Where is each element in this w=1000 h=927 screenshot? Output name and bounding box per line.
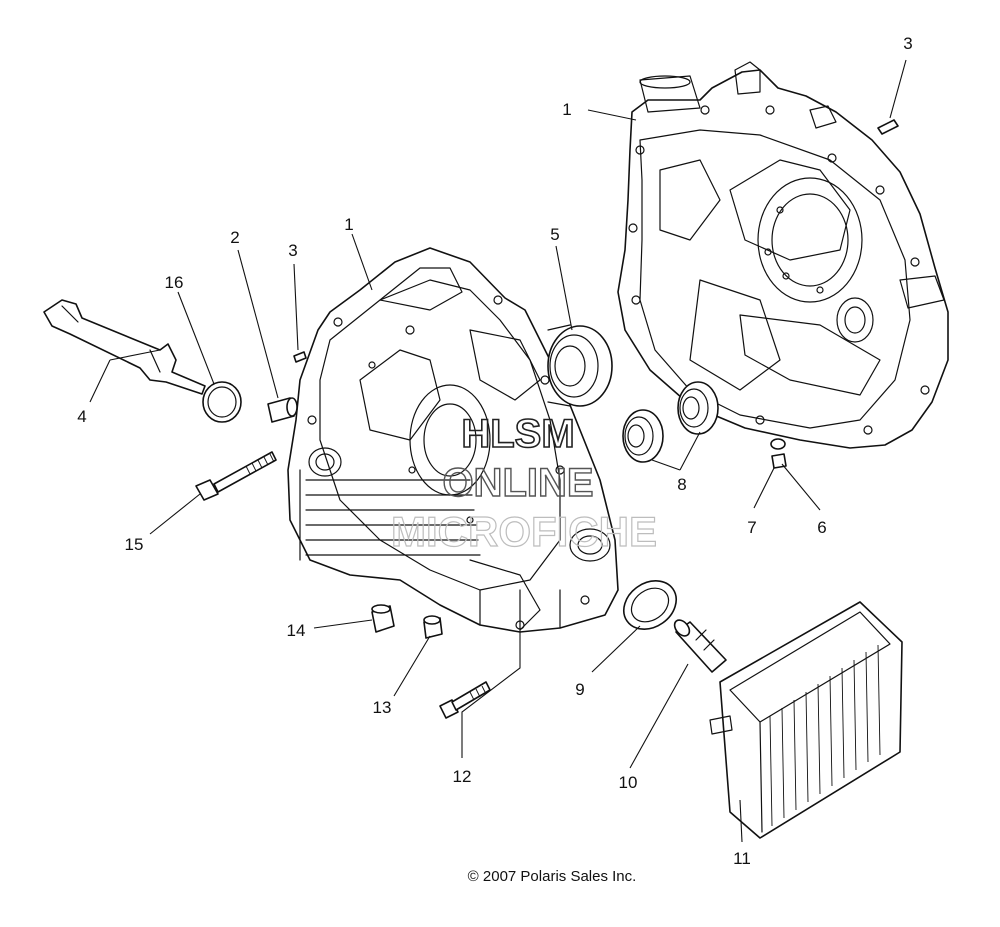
washer xyxy=(770,438,786,450)
callout-7: 7 xyxy=(747,518,756,537)
callout-13: 13 xyxy=(373,698,392,717)
leader-lines xyxy=(89,59,907,843)
watermark: HLSM ONLINE MICROFICHE xyxy=(390,411,657,555)
short-bolt xyxy=(439,681,491,719)
bearing-b xyxy=(677,381,719,435)
watermark-line-2: ONLINE xyxy=(442,461,593,505)
callout-11: 11 xyxy=(733,849,751,868)
dowel-pin-center xyxy=(293,351,307,363)
callout-16: 16 xyxy=(165,273,184,292)
callout-1-upper: 1 xyxy=(562,100,571,119)
long-bolt xyxy=(195,451,277,501)
bearing-a xyxy=(622,409,664,463)
callout-3-center: 3 xyxy=(288,241,297,260)
callout-12: 12 xyxy=(453,767,472,786)
callout-14: 14 xyxy=(287,621,306,640)
copyright-notice: © 2007 Polaris Sales Inc. xyxy=(468,868,637,885)
finned-cover xyxy=(709,601,903,839)
callout-2: 2 xyxy=(230,228,239,247)
callout-labels: 1 1 2 3 3 4 5 6 7 8 9 10 11 12 13 14 15 … xyxy=(77,34,912,868)
callout-1-center: 1 xyxy=(344,215,353,234)
callout-15: 15 xyxy=(125,535,144,554)
callout-4: 4 xyxy=(77,407,86,426)
gasket xyxy=(623,580,677,630)
callout-8: 8 xyxy=(677,475,686,494)
callout-5: 5 xyxy=(550,225,559,244)
callout-9: 9 xyxy=(575,680,584,699)
dowel-pin-upper xyxy=(877,119,899,135)
dipstick xyxy=(43,299,206,395)
callout-3-upper: 3 xyxy=(903,34,912,53)
o-ring xyxy=(202,381,242,423)
callout-10: 10 xyxy=(619,773,638,792)
large-bearing xyxy=(547,324,613,407)
plug-small xyxy=(423,615,443,639)
hose-fitting xyxy=(673,619,727,673)
plug-large xyxy=(371,604,395,633)
watermark-line-1: HLSM xyxy=(461,412,574,456)
left-crankcase-half xyxy=(287,247,619,633)
watermark-line-3: MICROFICHE xyxy=(391,508,657,555)
bushing xyxy=(267,397,298,423)
right-crankcase-half xyxy=(617,61,949,449)
callout-6: 6 xyxy=(817,518,826,537)
